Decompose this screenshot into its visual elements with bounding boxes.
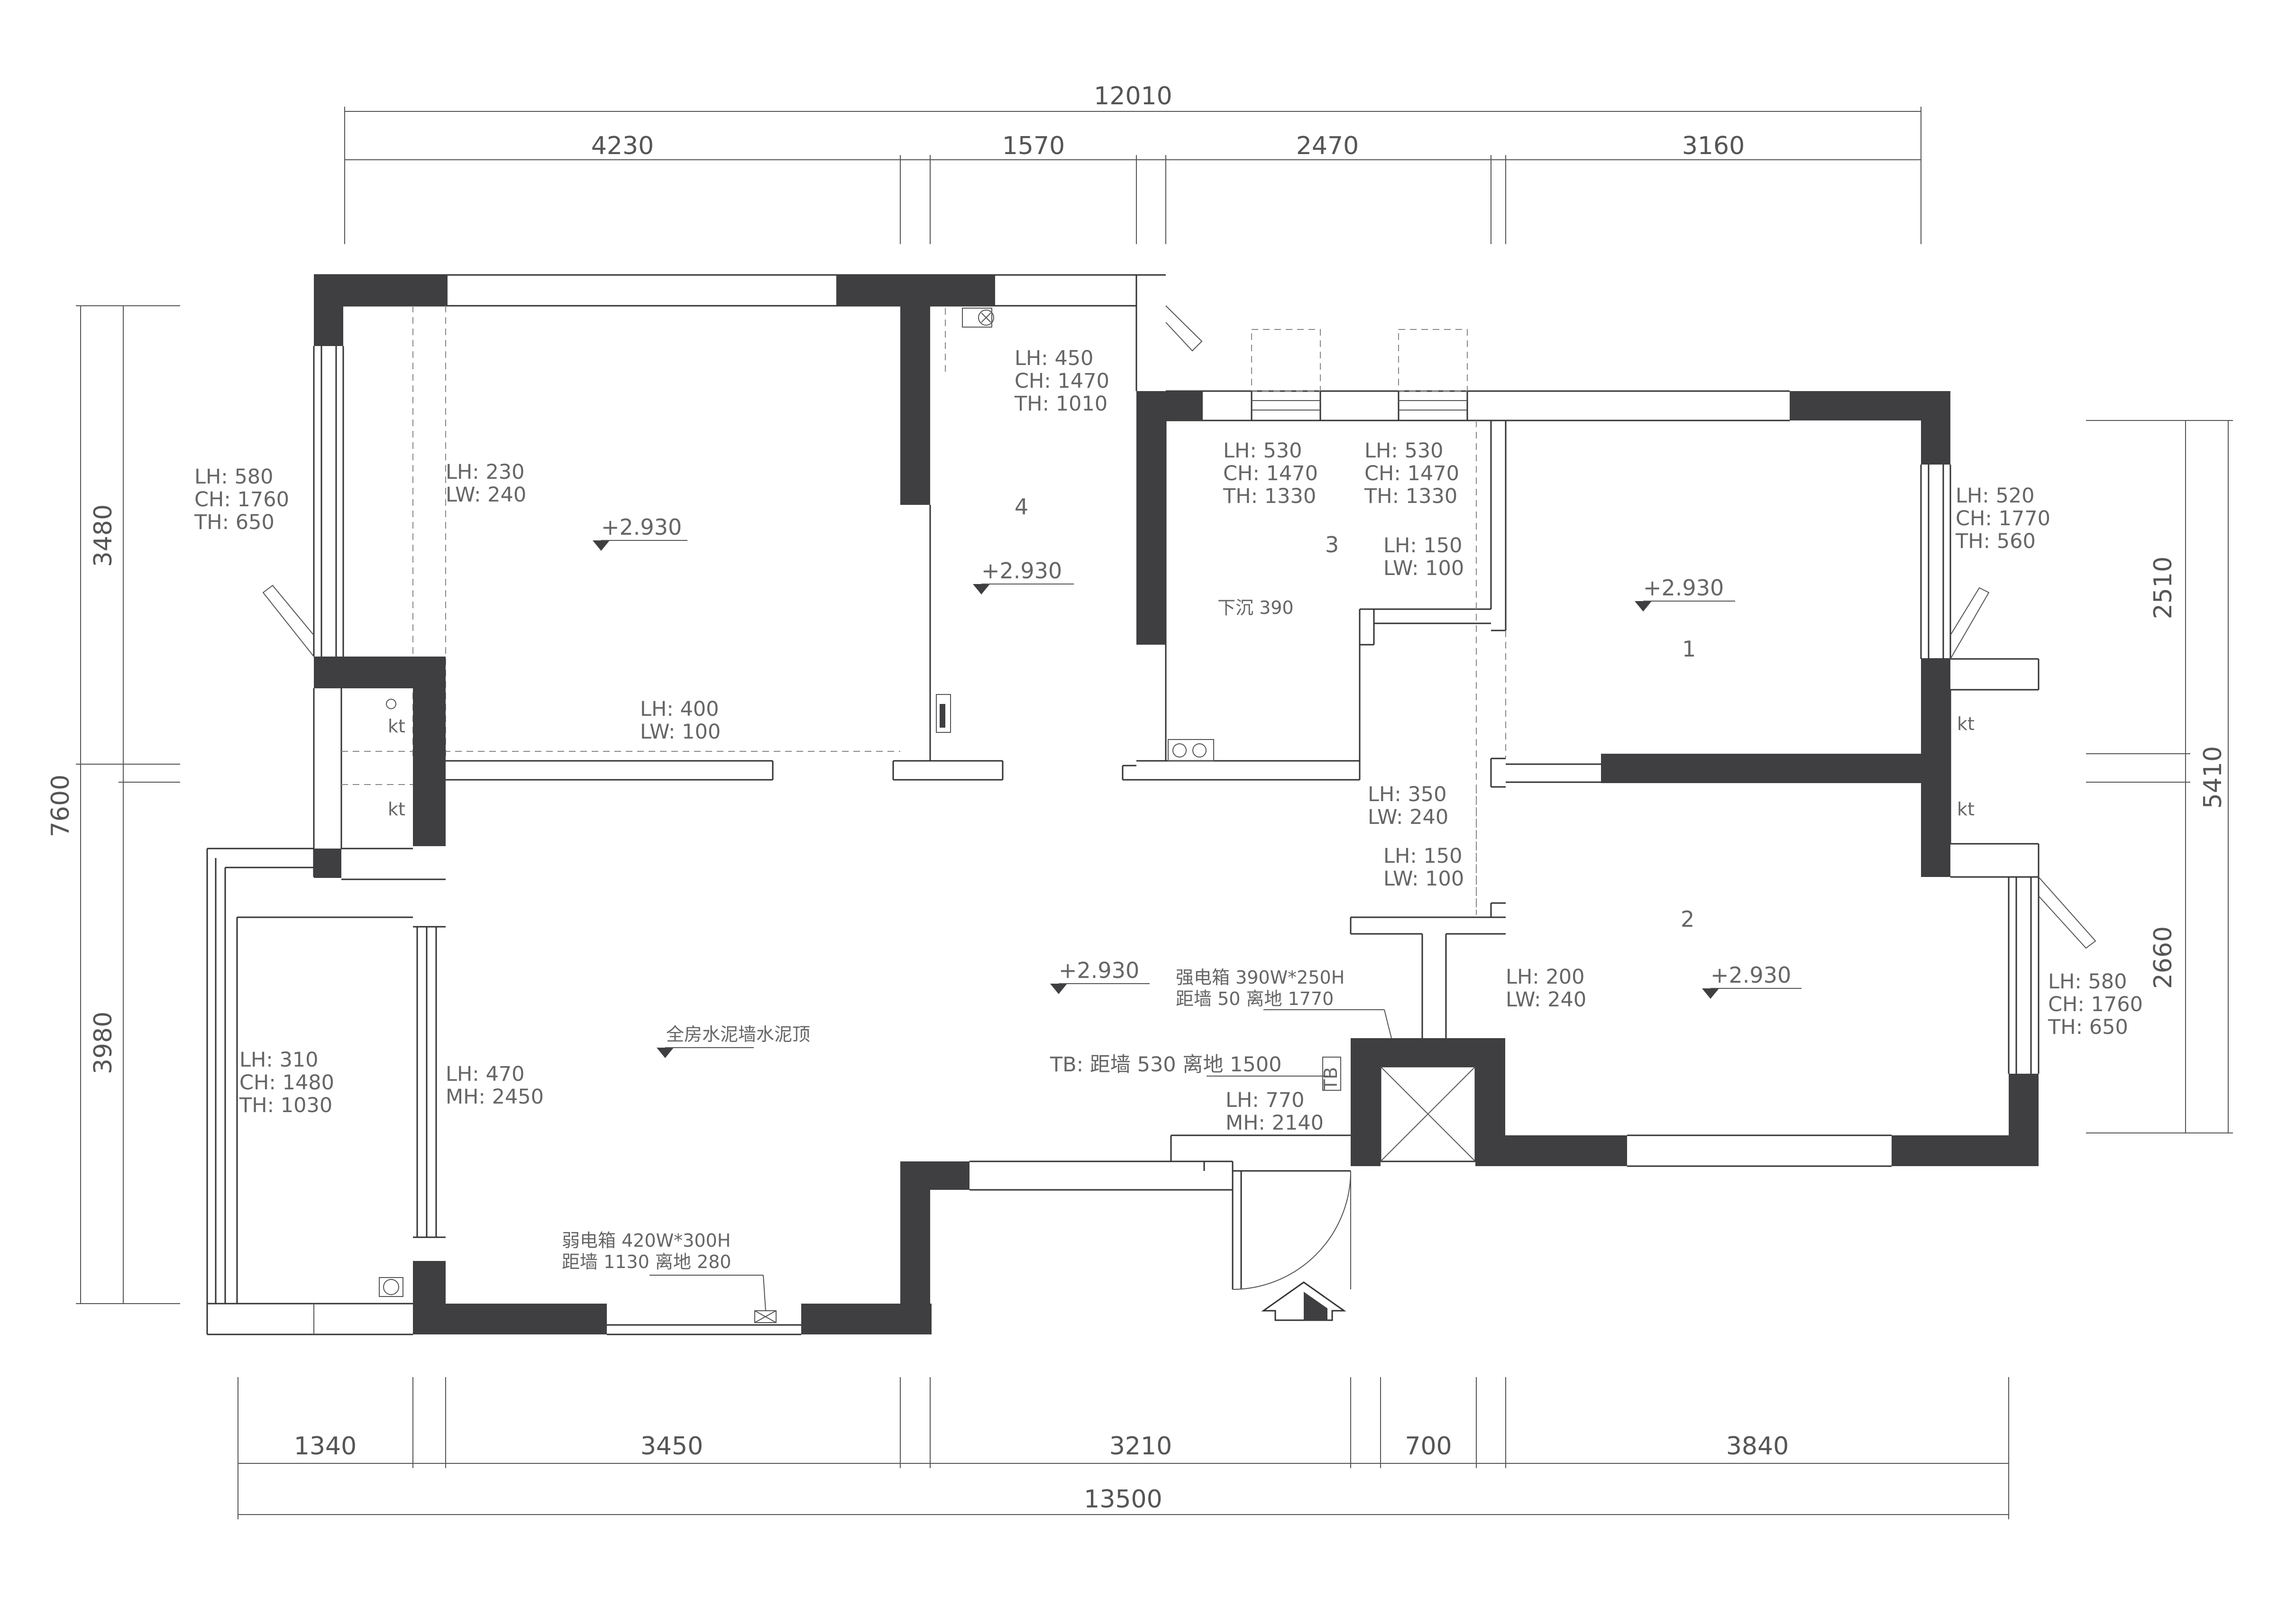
weak-box-pos: 距墙 1130 离地 280 [562,1251,731,1272]
room-number-3: 3 [1325,532,1339,557]
level-markers: +2.930 +2.930 +2.930 +2.930 +2.930 全房水泥墙… [593,514,1802,1058]
door-swings [262,305,2096,1334]
kt-mark-3: kt [1957,713,1975,734]
tb-tag: TB [1320,1067,1341,1091]
beam-400-lh: LH: 400 [640,697,719,721]
outlet-icon [962,308,992,328]
dim-bottom-1: 1340 [294,1432,357,1461]
level-room4: +2.930 [981,558,1062,584]
beam-350-lh: LH: 350 [1368,783,1447,806]
dim-right-1: 2510 [2149,557,2177,619]
entry-door-mh: MH: 2140 [1226,1111,1324,1135]
fixtures: TB [379,308,1346,1323]
win-room3b-th: TH: 1330 [1364,484,1457,508]
dim-left-total: 7600 [46,775,75,837]
level-room1: +2.930 [1643,575,1724,601]
win-balcony-th: TH: 1030 [239,1094,332,1117]
kt-mark-2: kt [388,799,405,820]
beam-150b-lw: LW: 100 [1383,867,1464,891]
entrance-arrow-icon [1261,1281,1346,1321]
beam-200-lw: LW: 240 [1506,988,1586,1012]
dim-right-2: 2660 [2149,926,2177,989]
left-dimensions: 3480 3980 7600 [46,305,180,1304]
win-room4-ch: CH: 1470 [1015,369,1109,393]
beam-150a-lh: LH: 150 [1383,534,1463,557]
dim-top-4: 3160 [1682,132,1745,160]
beam-150b-lh: LH: 150 [1383,844,1463,868]
win-room1-th: TH: 560 [1955,530,2036,553]
dim-left-1: 3480 [89,504,118,567]
bottom-dimensions: 1340 3450 3210 700 3840 13500 [238,1377,2009,1519]
dim-bottom-3: 3210 [1109,1432,1172,1461]
win-room2-th: TH: 650 [2048,1015,2128,1039]
level-room2: +2.930 [1711,962,1791,988]
win-room1-lh: LH: 520 [1956,484,2035,508]
right-dimensions: 2510 2660 5410 [2086,420,2233,1133]
dim-left-2: 3980 [89,1012,118,1074]
dim-top-3: 2470 [1296,132,1359,160]
sink-390: 下沉 390 [1217,597,1294,618]
strong-box-size: 强电箱 390W*250H [1176,967,1345,988]
strong-box-pos: 距墙 50 离地 1770 [1176,988,1334,1009]
room-numbers: 1 2 3 4 [1015,494,1696,932]
win-room3a-th: TH: 1330 [1223,484,1316,508]
room-number-2: 2 [1681,906,1694,932]
wall-outlines [206,274,2040,1335]
beam-230-lw: LW: 240 [446,483,526,507]
win-room1-ch: CH: 1770 [1956,507,2050,530]
annotations: LH: 580 CH: 1760 TH: 650 LH: 230 LW: 240… [194,347,2143,1311]
win-left-ch: CH: 1760 [194,488,289,511]
win-room3a-ch: CH: 1470 [1223,462,1318,485]
win-room3a-lh: LH: 530 [1223,439,1302,463]
win-room4-th: TH: 1010 [1014,392,1107,416]
beam-200-lh: LH: 200 [1506,965,1585,989]
room-number-1: 1 [1682,636,1696,662]
tb-box-icon [1322,1057,1341,1091]
win-room4-lh: LH: 450 [1015,347,1094,370]
dim-bottom-2: 3450 [640,1432,703,1461]
solid-walls [314,275,2039,1334]
win-left-lh: LH: 580 [194,465,274,489]
win-left-th: TH: 650 [194,511,274,534]
top-dimensions: 12010 4230 1570 2470 3160 [344,82,1921,244]
kt-mark-1: kt [388,716,405,737]
beam-150a-lw: LW: 100 [1383,557,1464,580]
win-room2-lh: LH: 580 [2048,970,2127,994]
dim-right-total: 5410 [2199,746,2227,809]
dim-top-total: 12010 [1094,82,1172,110]
dim-top-2: 1570 [1002,132,1065,160]
stove-icon [1168,739,1214,761]
win-room2-ch: CH: 1760 [2048,993,2143,1016]
whole-house-note: 全房水泥墙水泥顶 [666,1024,810,1045]
dim-bottom-5: 3840 [1726,1432,1789,1461]
dim-top-1: 4230 [591,132,654,160]
kt-mark-4: kt [1957,799,1975,820]
tb-note: TB: 距墙 530 离地 1500 [1050,1053,1281,1077]
win-room3b-lh: LH: 530 [1364,439,1444,463]
door-living-mh: MH: 2450 [446,1085,544,1109]
window-sills [1251,391,1468,420]
beam-400-lw: LW: 100 [640,720,721,744]
entry-door-lh: LH: 770 [1226,1088,1305,1112]
win-balcony-lh: LH: 310 [239,1048,319,1072]
win-balcony-ch: CH: 1480 [239,1071,334,1095]
room-number-4: 4 [1015,494,1028,520]
dim-bottom-total: 13500 [1084,1485,1162,1514]
level-top-left: +2.930 [601,514,682,540]
beam-350-lw: LW: 240 [1368,805,1448,829]
beam-230-lh: LH: 230 [446,460,525,484]
level-living: +2.930 [1059,958,1139,983]
win-room3b-ch: CH: 1470 [1364,462,1459,485]
dim-bottom-4: 700 [1405,1432,1452,1461]
weak-box-size: 弱电箱 420W*300H [562,1230,731,1251]
door-living-lh: LH: 470 [446,1062,525,1086]
